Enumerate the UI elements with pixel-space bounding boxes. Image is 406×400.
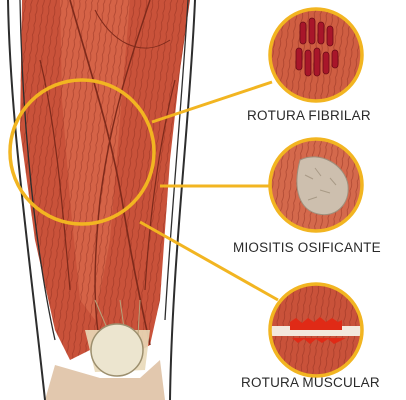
thigh-muscles-illustration: [7, 0, 196, 400]
muscle-tear-detail: [268, 282, 364, 378]
label-rotura-muscular: ROTURA MUSCULAR: [241, 375, 380, 390]
highlight-ring: [8, 78, 156, 226]
connector-lines: [139, 80, 279, 302]
ossifying-myositis-detail: [268, 137, 364, 233]
fibril-tear-detail: [268, 7, 364, 103]
label-rotura-fibrilar: ROTURA FIBRILAR: [247, 108, 371, 123]
label-miositis-osificante: MIOSITIS OSIFICANTE: [233, 240, 381, 255]
